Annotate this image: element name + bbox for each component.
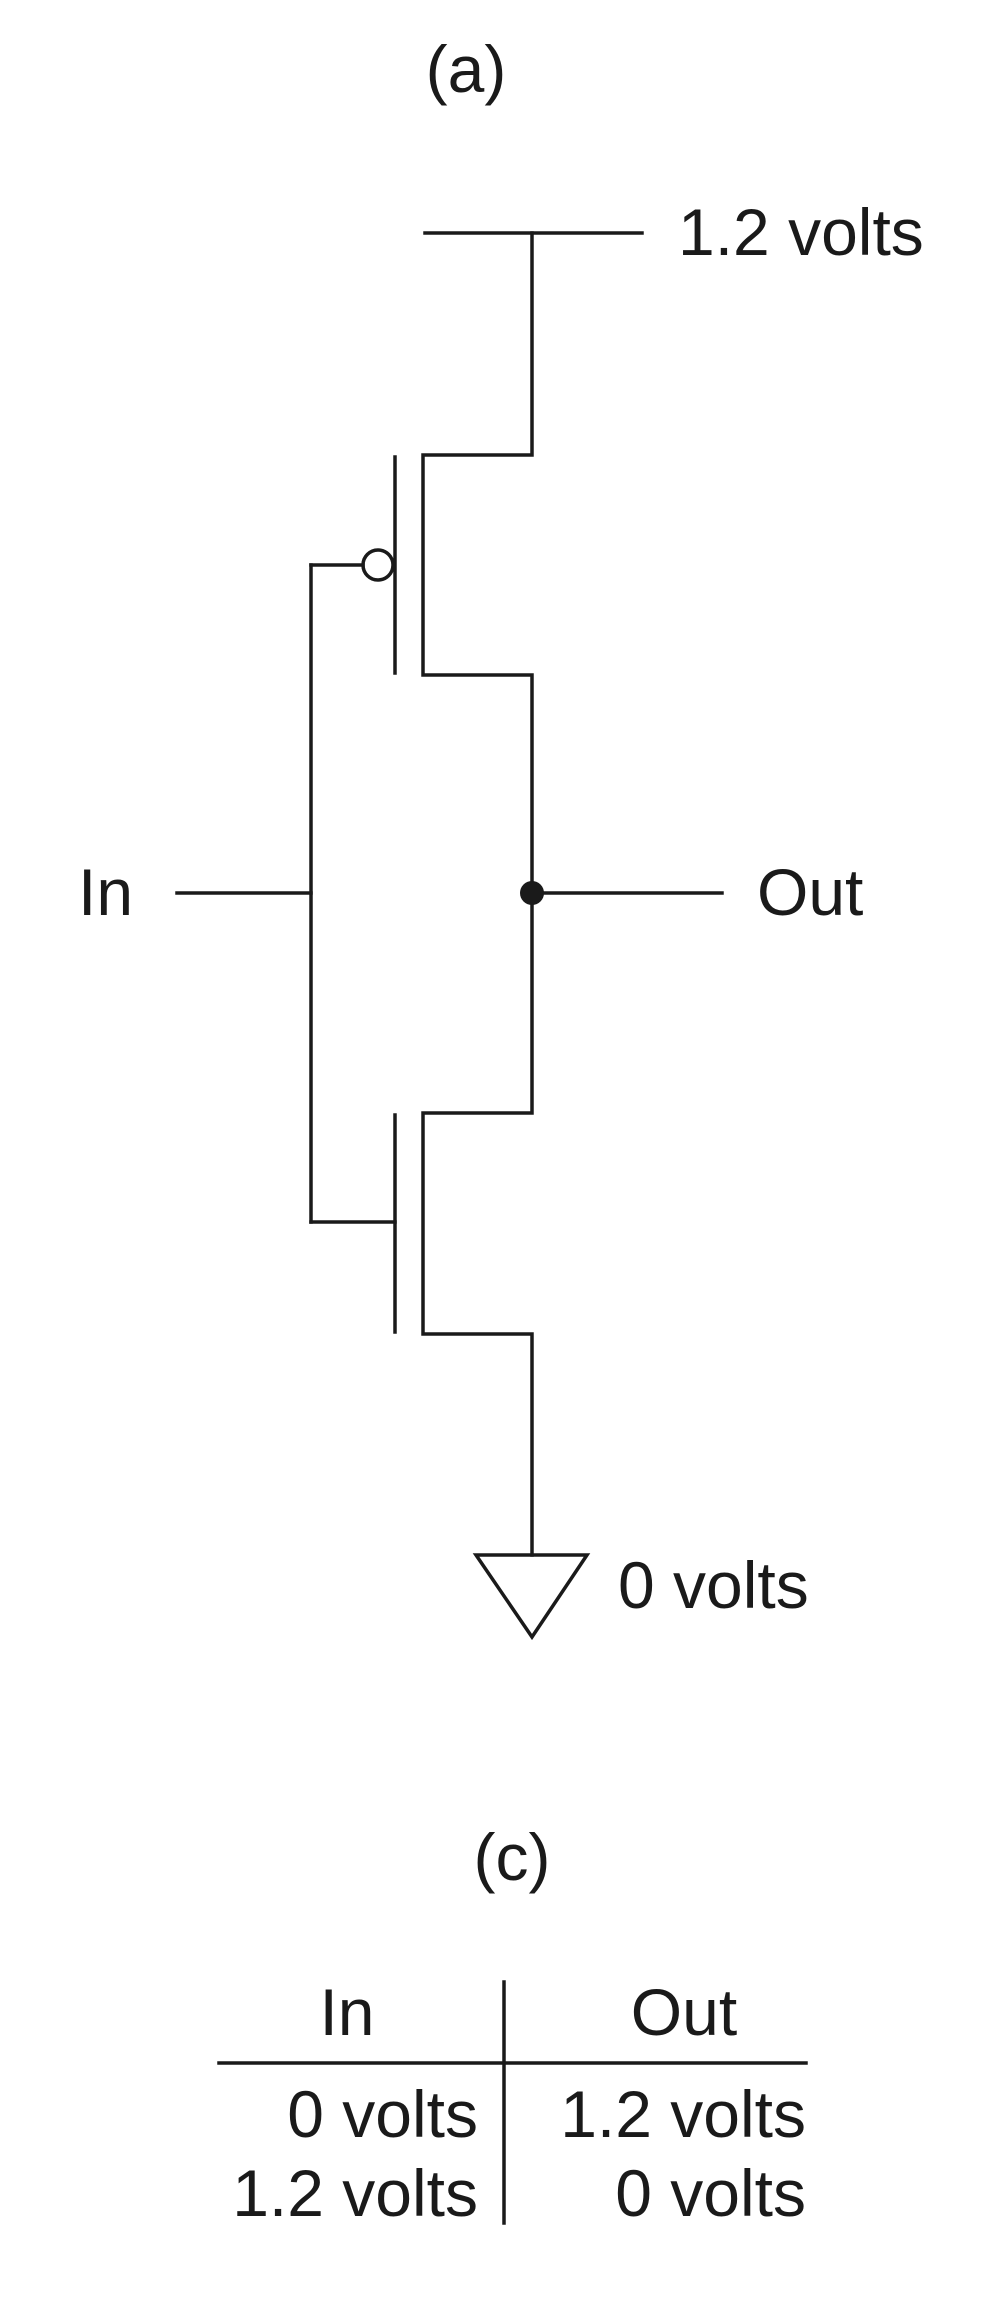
table-header-in: In: [319, 1975, 374, 2049]
ground-symbol: 0 volts: [472, 1548, 809, 1641]
circuit-caption: (a): [426, 32, 507, 106]
input-label: In: [78, 855, 133, 929]
input-wire: In: [78, 563, 313, 1224]
nmos-transistor: [309, 891, 534, 1557]
truth-table-caption: (c): [474, 1820, 551, 1894]
output-label: Out: [757, 855, 863, 929]
ground-triangle: [472, 1553, 591, 1641]
supply-rail: 1.2 volts: [423, 195, 924, 269]
table-row-1-in: 0 volts: [287, 2077, 478, 2151]
table-row-2-in: 1.2 volts: [232, 2156, 478, 2230]
table-header-out: Out: [631, 1975, 737, 2049]
truth-table: In Out 0 volts 1.2 volts 1.2 volts 0 vol…: [217, 1975, 808, 2230]
ground-label: 0 volts: [618, 1548, 809, 1622]
pmos-transistor: [309, 231, 534, 895]
table-row-2-out: 0 volts: [615, 2156, 806, 2230]
pmos-inversion-bubble: [361, 548, 395, 582]
supply-label: 1.2 volts: [678, 195, 924, 269]
table-row-1-out: 1.2 volts: [560, 2077, 806, 2151]
output-node: Out: [520, 855, 863, 929]
